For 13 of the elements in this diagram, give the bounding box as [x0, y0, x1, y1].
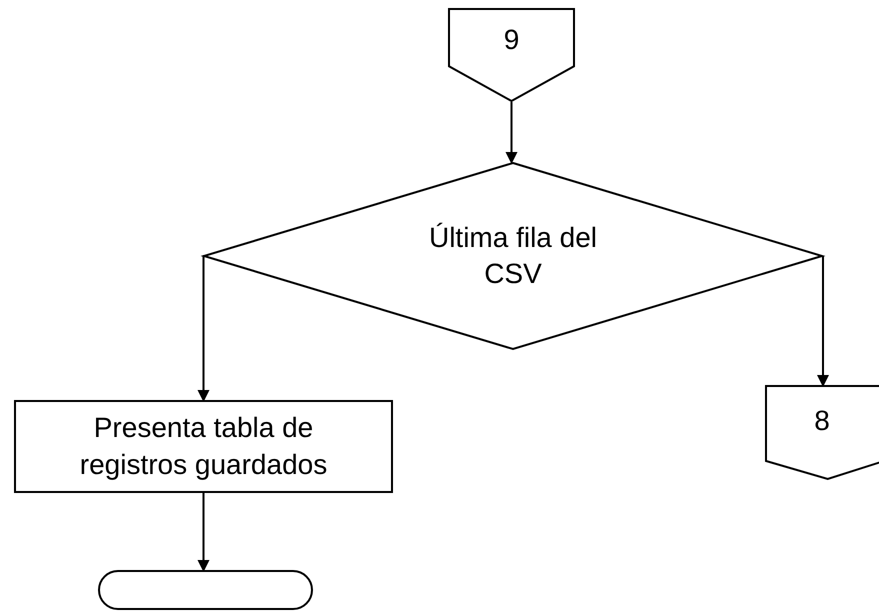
- process-box: [14, 400, 393, 493]
- terminator-shape: [98, 570, 313, 610]
- arrow: [198, 493, 210, 572]
- arrow: [506, 102, 518, 164]
- arrow: [817, 255, 829, 387]
- off-page-connector: [765, 385, 879, 480]
- node-label: Última fila del CSV: [428, 220, 598, 291]
- decision-diamond: [203, 162, 823, 350]
- node-label: 8: [814, 404, 830, 438]
- off-page-connector: [448, 8, 575, 102]
- node-label: Presenta tabla de registros guardados: [78, 411, 328, 482]
- node-label: 9: [504, 22, 520, 57]
- arrow: [198, 255, 210, 402]
